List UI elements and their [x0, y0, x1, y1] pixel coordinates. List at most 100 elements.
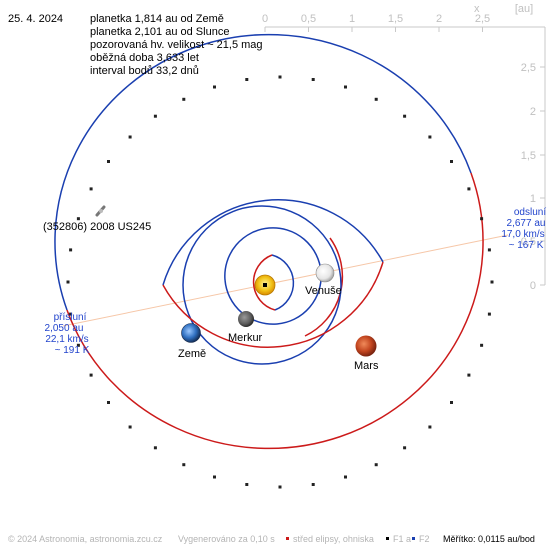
focus-f1-legend-icon — [386, 537, 389, 540]
orbit-point — [490, 280, 494, 284]
orbit-point — [403, 114, 407, 118]
x-tick-label: 2 — [436, 13, 442, 25]
y-tick-label: 0 — [530, 280, 536, 292]
orbit-point — [428, 135, 432, 139]
y-tick-label: 0,5 — [521, 236, 536, 248]
ellipse-center-legend-icon — [286, 537, 289, 540]
orbit-point — [374, 463, 378, 467]
y-tick-label: 1 — [530, 193, 536, 205]
orbit-point — [480, 343, 484, 347]
y-tick-label: 2 — [530, 106, 536, 118]
aphelion-temperature: ~ 167 K — [509, 240, 544, 251]
orbit-point — [278, 485, 282, 489]
perihelion-distance: 2,050 au — [45, 323, 84, 334]
orbit-point — [89, 187, 93, 191]
orbit-point — [89, 373, 93, 377]
perihelion-title: přísluní — [54, 312, 87, 323]
orbit-point — [311, 78, 315, 81]
venus-orbit — [224, 227, 322, 325]
x-tick-label: 2,5 — [475, 13, 490, 25]
orbit-point — [76, 343, 80, 347]
orbit-point — [311, 483, 315, 486]
orbit-point — [467, 373, 471, 377]
orbit-point — [374, 97, 378, 101]
mars-orbit-south — [162, 261, 384, 348]
focus-f2-legend-icon — [412, 537, 415, 540]
y-axis — [540, 27, 546, 286]
footer: © 2024 Astronomia, astronomia.zcu.cz Vyg… — [8, 534, 535, 544]
orbit-point — [450, 160, 453, 163]
aphelion-velocity: 17,0 km/s — [501, 229, 544, 240]
orbit-point — [467, 187, 471, 191]
x-axis — [264, 26, 545, 32]
info-panel: 25. 4. 2024 planetka 1,814 au od Země pl… — [8, 13, 263, 77]
orbit-point — [107, 401, 110, 404]
mars — [355, 335, 377, 357]
info-line-earth-distance: planetka 1,814 au od Země — [90, 13, 224, 25]
legend-center-label: střed elipsy, ohniska — [293, 534, 374, 544]
info-line-sun-distance: planetka 2,101 au od Slunce — [90, 26, 229, 38]
venus — [315, 263, 335, 283]
aphelion-info: odsluní 2,677 au 17,0 km/s ~ 167 K — [501, 207, 546, 251]
orbit-point — [153, 446, 157, 450]
copyright-text: © 2024 Astronomia, astronomia.zcu.cz — [8, 534, 163, 544]
perihelion-temperature: ~ 191 K — [55, 345, 90, 356]
mercury-label: Merkur — [228, 332, 263, 344]
generated-time: Vygenerováno za 0,10 s — [178, 534, 275, 544]
orbit-point — [450, 401, 453, 404]
orbit-point — [66, 280, 70, 284]
x-axis-label: x — [474, 3, 480, 15]
x-tick-label: 0,5 — [301, 13, 316, 25]
apsis-line — [62, 234, 509, 327]
orbit-point — [128, 135, 132, 139]
orbit-point — [428, 425, 432, 429]
aphelion-distance: 2,677 au — [507, 218, 546, 229]
orbit-point-markers — [66, 75, 494, 489]
y-tick-labels: 2,5 2 1,5 1 0,5 0 — [521, 62, 536, 292]
orbit-point — [245, 483, 249, 486]
orbit-point — [69, 248, 73, 252]
orbit-point — [76, 217, 80, 221]
orbit-point — [487, 248, 491, 252]
mercury-orbit-north — [271, 254, 295, 311]
perihelion-velocity: 22,1 km/s — [45, 334, 88, 345]
orbit-point — [182, 463, 186, 467]
date: 25. 4. 2024 — [8, 13, 63, 25]
earth-orbit — [182, 205, 342, 365]
venus-label: Venuše — [305, 285, 342, 297]
scale-text: Měřítko: 0,0115 au/bod — [443, 534, 535, 544]
mars-orbit-north — [162, 199, 384, 286]
orbit-point — [107, 160, 110, 163]
orbit-point — [344, 85, 347, 89]
orbit-point — [128, 425, 132, 429]
asteroid-label: (352806) 2008 US245 — [43, 221, 151, 233]
legend-f1-label: F1 a — [393, 534, 411, 544]
orbit-point — [487, 312, 491, 316]
info-line-interval: interval bodů 33,2 dnů — [90, 65, 199, 77]
orbit-point — [213, 475, 216, 479]
y-tick-label: 1,5 — [521, 150, 536, 162]
aphelion-title: odsluní — [514, 207, 546, 218]
orbit-point — [344, 475, 347, 479]
earth-label: Země — [178, 348, 206, 360]
info-line-magnitude: pozorovaná hv. velikost ~ 21,5 mag — [90, 39, 263, 51]
legend-f2-label: F2 — [419, 534, 430, 544]
orbit-point — [213, 85, 216, 89]
x-tick-label: 0 — [262, 13, 268, 25]
asteroid-marker — [95, 205, 106, 217]
orbit-point — [245, 78, 249, 81]
y-tick-label: 2,5 — [521, 62, 536, 74]
info-line-period: oběžná doba 3,633 let — [90, 52, 199, 64]
orbit-point — [153, 114, 157, 118]
x-tick-label: 1,5 — [388, 13, 403, 25]
earth — [181, 323, 201, 343]
mercury — [238, 311, 254, 327]
orbit-point — [278, 75, 282, 79]
orbit-point — [480, 217, 484, 221]
orbit-point — [403, 446, 407, 450]
mercury-orbit-south — [252, 254, 276, 311]
orbit-point — [69, 312, 73, 316]
perihelion-info: přísluní 2,050 au 22,1 km/s ~ 191 K — [45, 312, 90, 356]
focus-f1-marker — [263, 283, 267, 287]
